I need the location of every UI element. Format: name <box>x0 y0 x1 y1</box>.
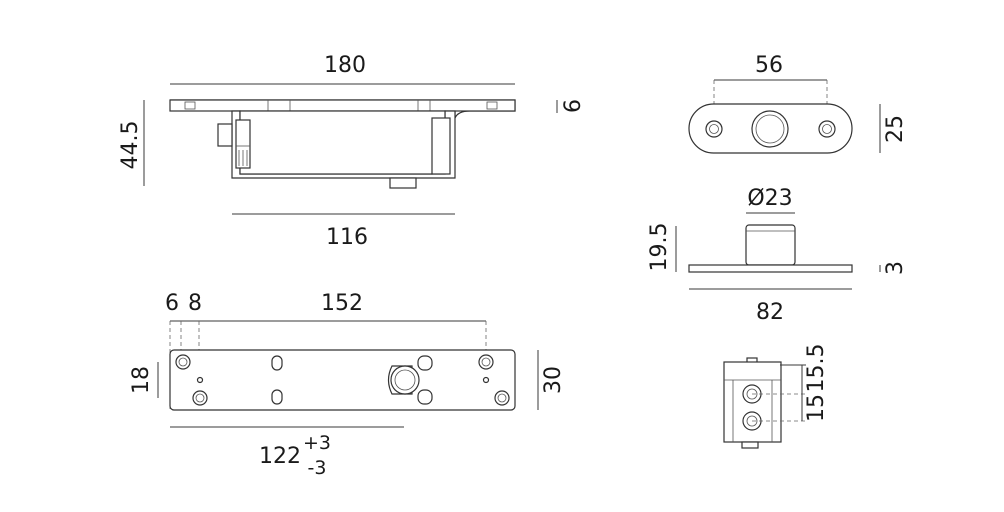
dim-bolt-diameter: Ø23 <box>747 186 792 211</box>
front-view: 180 44.5 6 116 <box>118 53 586 250</box>
dim-front-height: 44.5 <box>118 121 143 170</box>
dim-end-15: 15 <box>804 394 829 422</box>
dim-side-thickness: 3 <box>883 261 908 275</box>
dim-top-tol-minus: -3 <box>308 457 327 479</box>
dim-hole-offset-2: 8 <box>188 291 202 316</box>
dim-front-length: 180 <box>324 53 366 78</box>
dim-top-length: 122 <box>259 444 301 469</box>
dim-hole-offset-1: 6 <box>165 291 179 316</box>
dim-top-width: 30 <box>541 366 566 394</box>
end-view: 15.5 15 <box>723 344 829 449</box>
top-view: 6 8 152 18 30 122 +3 -3 <box>129 291 566 479</box>
dim-top-tol-plus: +3 <box>303 432 331 454</box>
dim-plate-width: 25 <box>883 115 908 143</box>
dim-side-length: 82 <box>756 300 784 325</box>
dim-side-height: 19.5 <box>647 223 672 272</box>
dim-plate-hole-spacing: 56 <box>755 53 783 78</box>
dim-end-15-5: 15.5 <box>804 344 829 393</box>
dim-flange-thickness: 6 <box>561 99 586 113</box>
strike-plate-view: 56 25 <box>688 53 908 154</box>
strike-side-view: Ø23 19.5 3 82 <box>647 186 908 325</box>
dim-top-18: 18 <box>129 366 154 394</box>
dim-body-length: 116 <box>326 225 368 250</box>
dim-hole-spacing: 152 <box>321 291 363 316</box>
